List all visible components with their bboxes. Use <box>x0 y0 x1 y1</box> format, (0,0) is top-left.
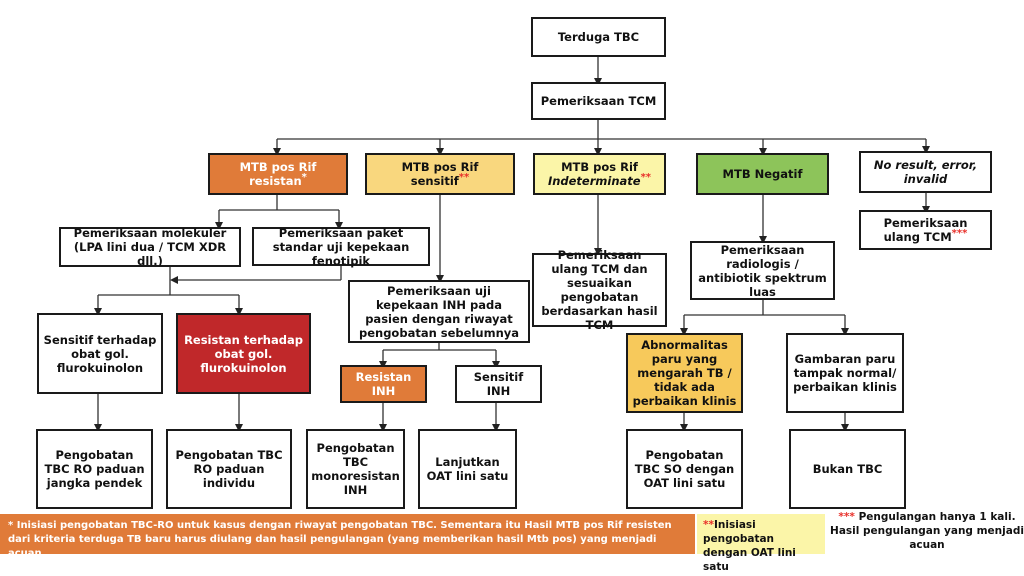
node-rif-sensitif: MTB pos Rif sensitif** <box>365 153 515 195</box>
node-sensitif-inh: Sensitif INH <box>455 365 542 403</box>
node-ro-jangka-pendek: Pengobatan TBC RO paduan jangka pendek <box>36 429 153 509</box>
node-label: Pengobatan TBC RO paduan jangka pendek <box>44 448 145 490</box>
node-lanjutkan-oat: Lanjutkan OAT lini satu <box>418 429 517 509</box>
footnote-text: Inisiasi pengobatan TBC-RO untuk kasus d… <box>8 520 672 559</box>
node-label: Lanjutkan OAT lini satu <box>426 455 509 483</box>
node-label: MTB Negatif <box>722 167 803 181</box>
node-label: No result, error, invalid <box>873 158 978 186</box>
node-mtb-negatif: MTB Negatif <box>696 153 829 195</box>
node-pemeriksaan-tcm: Pemeriksaan TCM <box>531 82 666 120</box>
node-bukan-tbc: Bukan TBC <box>789 429 906 509</box>
node-monoresistan-inh: Pengobatan TBC monoresistan INH <box>306 429 405 509</box>
node-label: Pemeriksaan radiologis / antibiotik spek… <box>698 242 827 299</box>
node-label: Pengobatan TBC monoresistan INH <box>311 441 400 497</box>
node-pemeriksaan-radiologis: Pemeriksaan radiologis / antibiotik spek… <box>690 241 835 300</box>
node-label: Pemeriksaan ulang TCM <box>883 216 968 244</box>
node-label: MTB pos Rif resistan <box>239 160 317 188</box>
node-label: MTB pos Rif sensitif <box>401 160 479 188</box>
node-label: Resistan terhadap obat gol. flurokuinolo… <box>184 332 303 375</box>
node-pemeriksaan-paket: Pemeriksaan paket standar uji kepekaan f… <box>252 225 430 268</box>
node-sensitif-flurokuinolon: Sensitif terhadap obat gol. flurokuinolo… <box>37 313 163 394</box>
node-label: Pemeriksaan uji kepekaan INH pada pasien… <box>358 283 520 340</box>
node-abnormalitas-paru: Abnormalitas paru yang mengarah TB / tid… <box>626 333 743 413</box>
asterisk-mark: * <box>8 520 14 531</box>
node-label: Gambaran paru tampak normal/ perbaikan k… <box>793 352 897 394</box>
node-gambaran-paru: Gambaran paru tampak normal/ perbaikan k… <box>786 333 904 413</box>
node-pemeriksaan-ulang-tcm: Pemeriksaan ulang TCM*** <box>859 210 992 250</box>
asterisk-mark: *** <box>838 511 855 523</box>
node-pemeriksaan-ulang-sesuaikan: Pemeriksaan ulang TCM dan sesuaikan peng… <box>532 248 667 332</box>
node-label: Pengobatan TBC SO dengan OAT lini satu <box>634 448 735 490</box>
node-label: Pemeriksaan ulang TCM dan sesuaikan peng… <box>541 248 658 332</box>
footnote-single-asterisk: * Inisiasi pengobatan TBC-RO untuk kasus… <box>0 514 695 559</box>
node-uji-kepekaan-inh: Pemeriksaan uji kepekaan INH pada pasien… <box>348 280 530 343</box>
node-label-italic: Indeterminate <box>547 174 641 188</box>
node-ro-individu: Pengobatan TBC RO paduan individu <box>166 429 292 509</box>
node-label: Resistan INH <box>355 370 412 398</box>
node-label: Pemeriksaan molekuler (LPA lini dua / TC… <box>73 226 227 268</box>
node-pemeriksaan-molekuler: Pemeriksaan molekuler (LPA lini dua / TC… <box>59 226 241 268</box>
asterisk-mark: ** <box>458 172 470 184</box>
node-label: Sensitif terhadap obat gol. flurokuinolo… <box>43 332 157 375</box>
node-terduga-tbc: Terduga TBC <box>531 17 666 57</box>
node-label: Pengobatan TBC RO paduan individu <box>175 448 283 490</box>
asterisk-mark: ** <box>640 172 652 184</box>
asterisk-mark: *** <box>951 228 968 240</box>
node-label: Pemeriksaan paket standar uji kepekaan f… <box>272 225 410 268</box>
node-rif-resistan: MTB pos Rif resistan* <box>208 153 348 195</box>
node-label: Abnormalitas paru yang mengarah TB / tid… <box>632 338 737 408</box>
footnote-text: Inisiasi pengobatan dengan OAT lini satu <box>703 519 796 573</box>
node-label: Bukan TBC <box>812 462 883 476</box>
asterisk-mark: ** <box>703 519 714 531</box>
node-label: MTB pos Rif <box>561 160 638 174</box>
node-label: Terduga TBC <box>557 30 640 44</box>
footnote-double-asterisk: **Inisiasi pengobatan dengan OAT lini sa… <box>697 514 825 573</box>
footnote-triple-asterisk: *** Pengulangan hanya 1 kali. Hasil peng… <box>830 510 1024 560</box>
node-label: Sensitif INH <box>473 370 524 398</box>
node-no-result: No result, error, invalid <box>859 151 992 193</box>
node-label: Pemeriksaan TCM <box>540 94 657 108</box>
node-pengobatan-so: Pengobatan TBC SO dengan OAT lini satu <box>626 429 743 509</box>
node-resistan-inh: Resistan INH <box>340 365 427 403</box>
asterisk-mark: * <box>301 172 307 184</box>
footnote-text: Pengulangan hanya 1 kali. Hasil pengulan… <box>830 511 1024 551</box>
node-resistan-flurokuinolon: Resistan terhadap obat gol. flurokuinolo… <box>176 313 311 394</box>
